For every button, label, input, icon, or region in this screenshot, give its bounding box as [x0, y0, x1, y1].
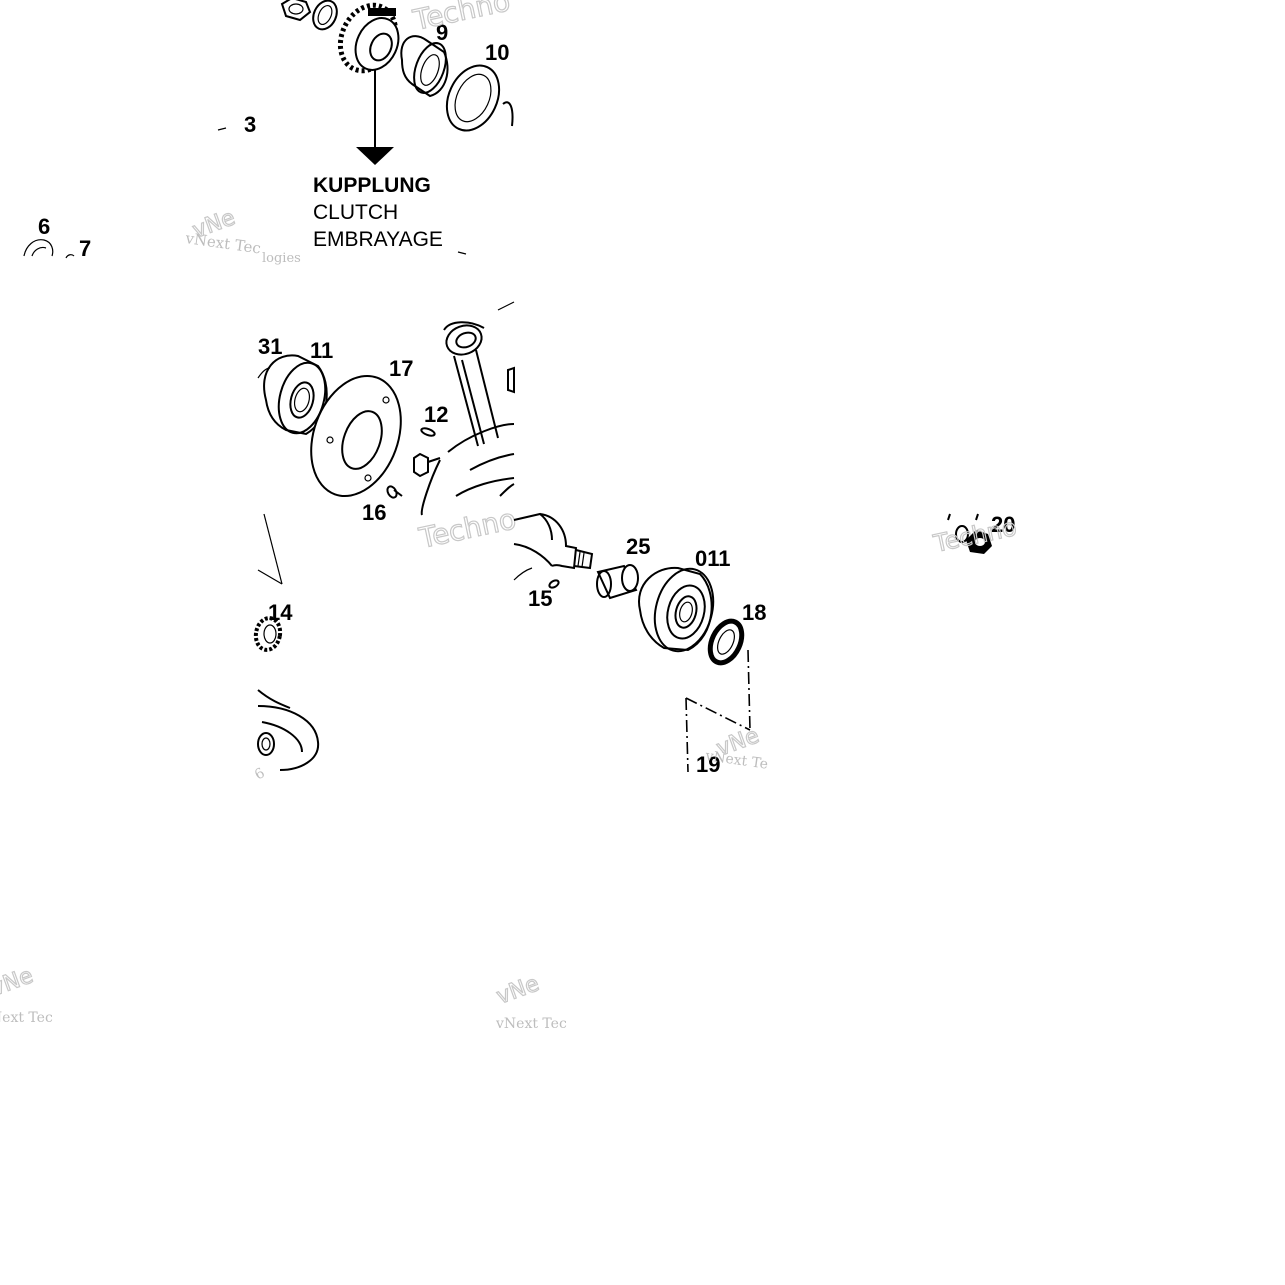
part-number-14: 14: [268, 600, 293, 625]
connecting-rod: [443, 301, 515, 447]
part-number-15: 15: [528, 586, 552, 611]
part-number-25: 25: [626, 534, 650, 559]
watermark-gies: logies: [262, 251, 301, 266]
part-number-18: 18: [742, 600, 766, 625]
screw-16: [386, 485, 403, 499]
nut-20: [966, 530, 992, 554]
crankshaft-right: [513, 512, 594, 589]
part-number-011: 011: [695, 546, 731, 571]
watermark-techno-center: Techno: [416, 502, 519, 555]
clutch-label-en: CLUTCH: [313, 201, 398, 224]
part-number-19: 19: [696, 752, 720, 777]
housing-part: [257, 689, 320, 771]
part-number-20: 20: [991, 512, 1015, 537]
tile-center-right: 15 25 011 18 19 vNext Te vNe: [513, 512, 769, 777]
part-number-17: 17: [389, 356, 413, 381]
tile-right-fragment: 20 Techno: [930, 512, 1020, 559]
watermark-techno: Techno: [410, 0, 513, 37]
part-number-9: 9: [436, 20, 448, 45]
gear-part: [337, 2, 400, 74]
part-number-31: 31: [258, 334, 282, 359]
dash-line: [747, 649, 751, 731]
watermark-frag-4: vNext Tec: [495, 1016, 567, 1032]
part-number-16: 16: [362, 500, 386, 525]
part-number-7: 7: [79, 236, 91, 261]
clutch-label-fr: EMBRAYAGE: [313, 228, 443, 251]
seal-18: [707, 618, 745, 666]
tile-bottom-fragments: vNe vNext Tec vNe vNext Tec: [0, 963, 567, 1032]
nut-part: [280, 0, 312, 22]
clutch-label-de: KUPPLUNG: [313, 174, 431, 197]
part-number-12: 12: [424, 402, 448, 427]
watermark-mark-center: 6: [252, 765, 268, 783]
clutch-arrow: [356, 70, 394, 165]
crankshaft-left: [413, 423, 515, 516]
key-12: [420, 427, 436, 437]
tile-top-left: 3 6 7 9 10 KUPPLUNG CLUTCH EMBRAYAGE Tec…: [23, 0, 514, 266]
bearing-9: [400, 35, 449, 98]
plate-17: [310, 374, 402, 498]
watermark-frag-1: vNe: [0, 963, 36, 1001]
sleeve-25: [596, 564, 639, 600]
part-number-6: 6: [38, 214, 50, 239]
washer-part: [312, 0, 338, 31]
bearing-11: [263, 354, 328, 436]
watermark-frag-3: vNe: [494, 971, 543, 1009]
part-number-3: 3: [244, 112, 256, 137]
tile-center: 31 11 17 12 16 14 Techno 6: [252, 301, 520, 783]
bearing-011: [638, 566, 715, 653]
watermark-frag-2: vNext Tec: [0, 1010, 53, 1026]
seal-ring-10: [445, 64, 514, 132]
part-number-10: 10: [485, 40, 509, 65]
part-number-11: 11: [310, 338, 333, 363]
bearing-14: [253, 616, 283, 652]
